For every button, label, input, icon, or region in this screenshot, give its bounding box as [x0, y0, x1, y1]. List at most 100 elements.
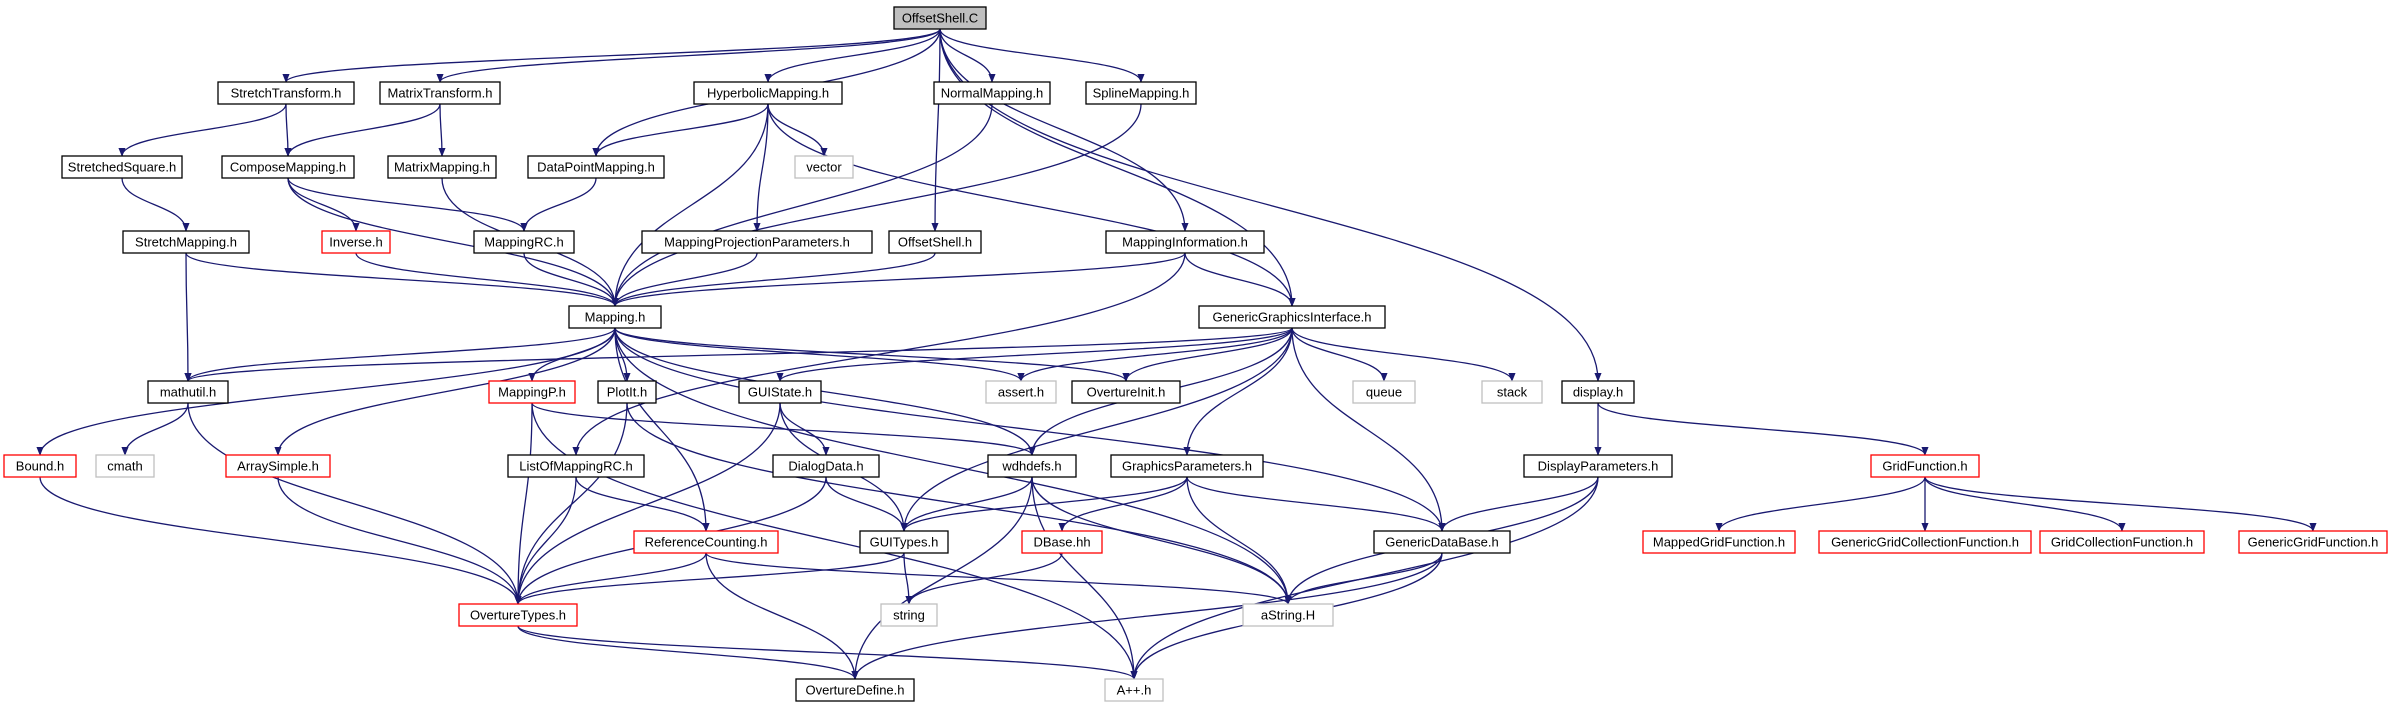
node-box — [379, 81, 501, 105]
node-stretched-square[interactable]: StretchedSquare.h — [61, 155, 183, 179]
node-box — [3, 454, 77, 478]
node-label: Mapping.h — [585, 310, 646, 325]
node-box — [1870, 454, 1980, 478]
edge-wdhdefs-to-a-string — [1031, 476, 1292, 605]
node-stretch-transform[interactable]: StretchTransform.h — [217, 81, 355, 105]
node-label: queue — [1366, 385, 1402, 400]
edge-list-of-mapping-rc-to-overture-types — [514, 476, 577, 605]
node-bound[interactable]: Bound.h — [3, 454, 77, 478]
node-overture-init[interactable]: OvertureInit.h — [1071, 380, 1181, 404]
node-generic-grid-collection-function[interactable]: GenericGridCollectionFunction.h — [1818, 530, 2032, 554]
node-generic-grid-function[interactable]: GenericGridFunction.h — [2238, 530, 2388, 554]
node-grid-function[interactable]: GridFunction.h — [1870, 454, 1980, 478]
node-data-point-mapping[interactable]: DataPointMapping.h — [527, 155, 665, 179]
node-dbase[interactable]: DBase.hh — [1021, 530, 1103, 554]
node-generic-graphics-interface[interactable]: GenericGraphicsInterface.h — [1198, 305, 1386, 329]
node-label: GraphicsParameters.h — [1122, 459, 1252, 474]
node-guistate[interactable]: GUIState.h — [738, 380, 822, 404]
edge-wdhdefs-to-guitypes — [900, 476, 1033, 532]
node-matrix-mapping[interactable]: MatrixMapping.h — [387, 155, 497, 179]
edge-generic-graphics-interface-to-graphics-parameters — [1183, 327, 1293, 456]
edge-generic-graphics-interface-to-overture-init — [1122, 327, 1293, 382]
node-string: string — [880, 603, 938, 627]
node-label: ReferenceCounting.h — [645, 535, 768, 550]
edge-guitypes-to-string — [903, 552, 913, 605]
node-label: SplineMapping.h — [1093, 86, 1190, 101]
node-offset-shell-h[interactable]: OffsetShell.h — [888, 230, 982, 254]
node-mapped-grid-function[interactable]: MappedGridFunction.h — [1642, 530, 1796, 554]
node-mapping[interactable]: Mapping.h — [568, 305, 662, 329]
node-label: MappedGridFunction.h — [1653, 535, 1785, 550]
edge-list-of-mapping-rc-to-reference-counting — [575, 476, 710, 532]
node-app: A++.h — [1104, 678, 1164, 702]
node-mapping-rc[interactable]: MappingRC.h — [473, 230, 575, 254]
node-mapping-p[interactable]: MappingP.h — [488, 380, 576, 404]
node-hyperbolic-mapping[interactable]: HyperbolicMapping.h — [693, 81, 843, 105]
node-guitypes[interactable]: GUITypes.h — [859, 530, 949, 554]
node-list-of-mapping-rc[interactable]: ListOfMappingRC.h — [507, 454, 645, 478]
node-matrix-transform[interactable]: MatrixTransform.h — [379, 81, 501, 105]
node-normal-mapping[interactable]: NormalMapping.h — [933, 81, 1051, 105]
node-label: wdhdefs.h — [1001, 459, 1061, 474]
node-spline-mapping[interactable]: SplineMapping.h — [1085, 81, 1197, 105]
node-reference-counting[interactable]: ReferenceCounting.h — [633, 530, 779, 554]
edge-display-to-grid-function — [1597, 402, 1929, 456]
node-compose-mapping[interactable]: ComposeMapping.h — [221, 155, 355, 179]
node-label: MatrixMapping.h — [394, 160, 490, 175]
node-label: assert.h — [998, 385, 1044, 400]
node-label: OffsetShell.h — [898, 235, 972, 250]
node-mapping-information[interactable]: MappingInformation.h — [1105, 230, 1265, 254]
edge-reference-counting-to-overture-types — [514, 552, 707, 605]
node-plot-it[interactable]: PlotIt.h — [597, 380, 657, 404]
edge-root-to-generic-graphics-interface — [939, 28, 1296, 307]
node-display[interactable]: display.h — [1561, 380, 1635, 404]
edge-mapping-to-assert — [614, 327, 1025, 382]
node-box — [321, 230, 391, 254]
edge-mapping-information-to-mapping — [611, 252, 1186, 307]
edge-graphics-parameters-to-guitypes — [900, 476, 1188, 532]
node-box — [933, 81, 1051, 105]
node-grid-collection-function[interactable]: GridCollectionFunction.h — [2039, 530, 2205, 554]
edge-mapping-to-reference-counting — [614, 327, 710, 532]
edge-compose-mapping-to-mapping — [287, 177, 619, 307]
edge-mapping-to-a-string — [614, 327, 1292, 605]
edge-root-to-normal-mapping — [939, 28, 996, 83]
node-wdhdefs[interactable]: wdhdefs.h — [987, 454, 1077, 478]
node-stretch-mapping[interactable]: StretchMapping.h — [122, 230, 250, 254]
edge-generic-graphics-interface-to-stack — [1291, 327, 1516, 382]
node-box — [1481, 380, 1543, 404]
edge-mapping-information-to-list-of-mapping-rc — [572, 252, 1186, 456]
node-overture-types[interactable]: OvertureTypes.h — [458, 603, 578, 627]
edge-overture-types-to-app — [517, 625, 1138, 680]
node-box — [1561, 380, 1635, 404]
edge-generic-graphics-interface-to-guistate — [776, 327, 1293, 382]
edge-spline-mapping-to-mapping — [611, 103, 1142, 307]
node-label: MappingInformation.h — [1122, 235, 1248, 250]
node-box — [1818, 530, 2032, 554]
node-mathutil[interactable]: mathutil.h — [147, 380, 229, 404]
node-mapping-projection-parameters[interactable]: MappingProjectionParameters.h — [641, 230, 873, 254]
edge-graphics-parameters-to-dbase — [1058, 476, 1188, 532]
file-nodes: OffsetShell.C StretchTransform.h MatrixTra… — [3, 6, 2388, 702]
node-label: PlotIt.h — [607, 385, 647, 400]
node-overture-define[interactable]: OvertureDefine.h — [795, 678, 915, 702]
node-label: string — [893, 608, 925, 623]
node-display-parameters[interactable]: DisplayParameters.h — [1523, 454, 1673, 478]
edge-generic-graphics-interface-to-mathutil — [184, 327, 1293, 382]
edge-graphics-parameters-to-generic-data-base — [1186, 476, 1446, 532]
node-graphics-parameters[interactable]: GraphicsParameters.h — [1110, 454, 1264, 478]
node-array-simple[interactable]: ArraySimple.h — [225, 454, 331, 478]
edge-display-parameters-to-generic-data-base — [1438, 476, 1599, 532]
edge-bound-to-overture-types — [39, 476, 522, 605]
node-label: MappingP.h — [498, 385, 566, 400]
node-box — [888, 230, 982, 254]
node-inverse[interactable]: Inverse.h — [321, 230, 391, 254]
node-label: StretchMapping.h — [135, 235, 237, 250]
node-label: ListOfMappingRC.h — [519, 459, 632, 474]
edge-mapping-to-wdhdefs — [614, 327, 1036, 456]
node-box — [473, 230, 575, 254]
node-generic-data-base[interactable]: GenericDataBase.h — [1373, 530, 1511, 554]
node-dialog-data[interactable]: DialogData.h — [772, 454, 880, 478]
edge-mapping-p-to-overture-types — [514, 402, 533, 605]
node-root[interactable]: OffsetShell.C — [893, 6, 987, 30]
